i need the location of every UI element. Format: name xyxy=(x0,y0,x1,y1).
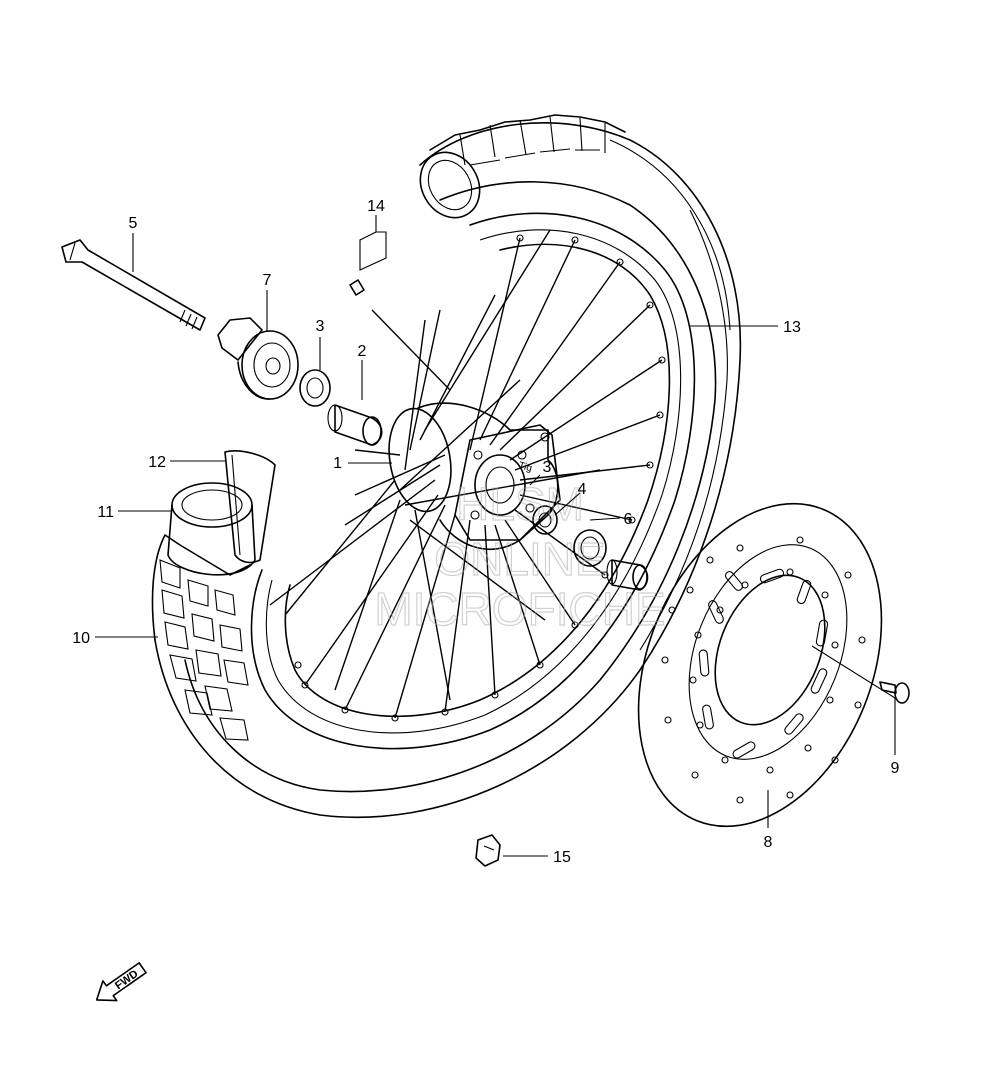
hub-spacer xyxy=(327,404,383,446)
watermark-line-2: ONLINE xyxy=(434,533,605,585)
spoke-nipple xyxy=(349,279,365,296)
callout-5: 5 xyxy=(129,215,138,232)
watermark-line-3: MICROFICHE xyxy=(374,583,665,635)
leader-lines xyxy=(95,215,896,857)
callout-12: 12 xyxy=(148,454,166,471)
spokes xyxy=(269,229,663,719)
watermark: HLSM ONLINE MICROFICHE xyxy=(374,477,667,635)
fwd-label: FWD xyxy=(113,968,140,992)
hub-marking: Tig xyxy=(517,460,533,474)
callout-7: 7 xyxy=(263,272,272,289)
rim xyxy=(250,212,696,750)
hub-bearing xyxy=(573,529,607,567)
bearing-left xyxy=(299,369,331,407)
callout-2: 2 xyxy=(358,343,367,360)
callout-labels: 1 2 3 3 4 5 6 7 8 9 10 11 12 13 14 15 xyxy=(72,198,899,866)
callout-9: 9 xyxy=(891,760,900,777)
hub: Tig xyxy=(388,402,561,550)
disc-bolt xyxy=(879,681,910,704)
callout-6: 6 xyxy=(624,511,633,528)
brake-disc xyxy=(637,502,883,828)
callout-3-right: 3 xyxy=(543,459,552,476)
callout-11: 11 xyxy=(97,504,114,521)
callout-8: 8 xyxy=(764,834,773,851)
balance-weight xyxy=(475,834,501,867)
callout-15: 15 xyxy=(553,849,571,866)
spacer-collar xyxy=(606,559,649,591)
callout-3-left: 3 xyxy=(316,318,325,335)
watermark-line-1: HLSM xyxy=(456,478,584,530)
callout-1: 1 xyxy=(333,455,342,472)
front-axle xyxy=(61,239,206,331)
forward-arrow: FWD xyxy=(95,962,147,1002)
oil-seal xyxy=(532,505,558,535)
speedometer-gearbox xyxy=(217,317,299,400)
callout-4: 4 xyxy=(578,481,587,498)
tire xyxy=(151,114,742,819)
callout-10: 10 xyxy=(72,630,90,647)
callout-14: 14 xyxy=(367,198,385,215)
rim-band xyxy=(224,450,276,564)
callout-13: 13 xyxy=(783,319,801,336)
